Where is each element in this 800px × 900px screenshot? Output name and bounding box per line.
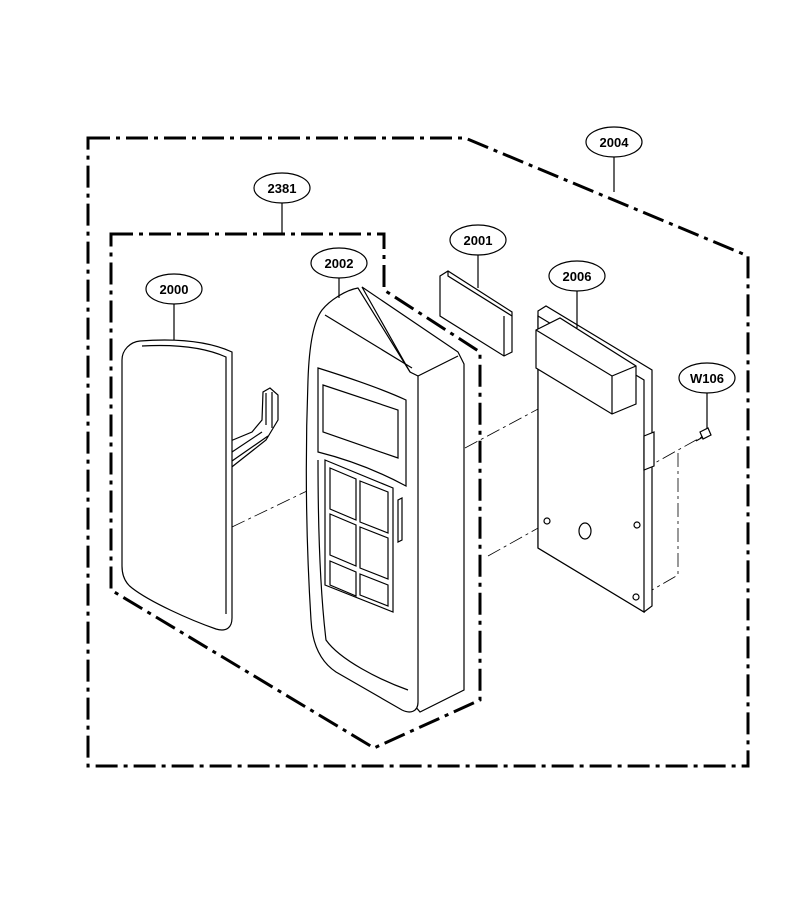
display-module [535, 317, 637, 415]
display-window-part [439, 270, 513, 357]
callout-w106: W106 [678, 362, 736, 394]
callout-label: 2004 [600, 135, 630, 150]
membrane-part [121, 339, 279, 631]
callout-2002: 2002 [310, 247, 368, 279]
screw-part [695, 427, 712, 442]
callout-label: 2006 [563, 269, 592, 284]
mount-hole-2 [633, 521, 641, 529]
pcb-part [535, 305, 655, 614]
callout-2004: 2004 [585, 126, 643, 158]
keypad-grid [324, 459, 394, 613]
membrane-sheet [121, 339, 233, 631]
callout-label: 2002 [325, 256, 354, 271]
callout-label: 2000 [160, 282, 189, 297]
board-hole [578, 522, 592, 540]
callout-2001: 2001 [449, 224, 507, 256]
callout-2006: 2006 [548, 260, 606, 292]
mount-hole-3 [632, 593, 640, 601]
callout-label: W106 [690, 371, 724, 386]
callout-leaders [173, 157, 708, 428]
door-button-slot [397, 497, 403, 543]
callout-label: 2001 [464, 233, 493, 248]
callout-2000: 2000 [145, 273, 203, 305]
callout-label: 2381 [268, 181, 297, 196]
subassembly-boundary [109, 232, 482, 750]
control-panel-part [305, 286, 465, 713]
callout-2381: 2381 [253, 172, 311, 204]
display-window-recess [322, 384, 399, 459]
board-connector [643, 431, 655, 471]
assembly-boundary [86, 136, 750, 768]
ribbon-cable [227, 387, 279, 472]
panel-face [305, 287, 419, 713]
mount-hole-1 [543, 517, 551, 525]
